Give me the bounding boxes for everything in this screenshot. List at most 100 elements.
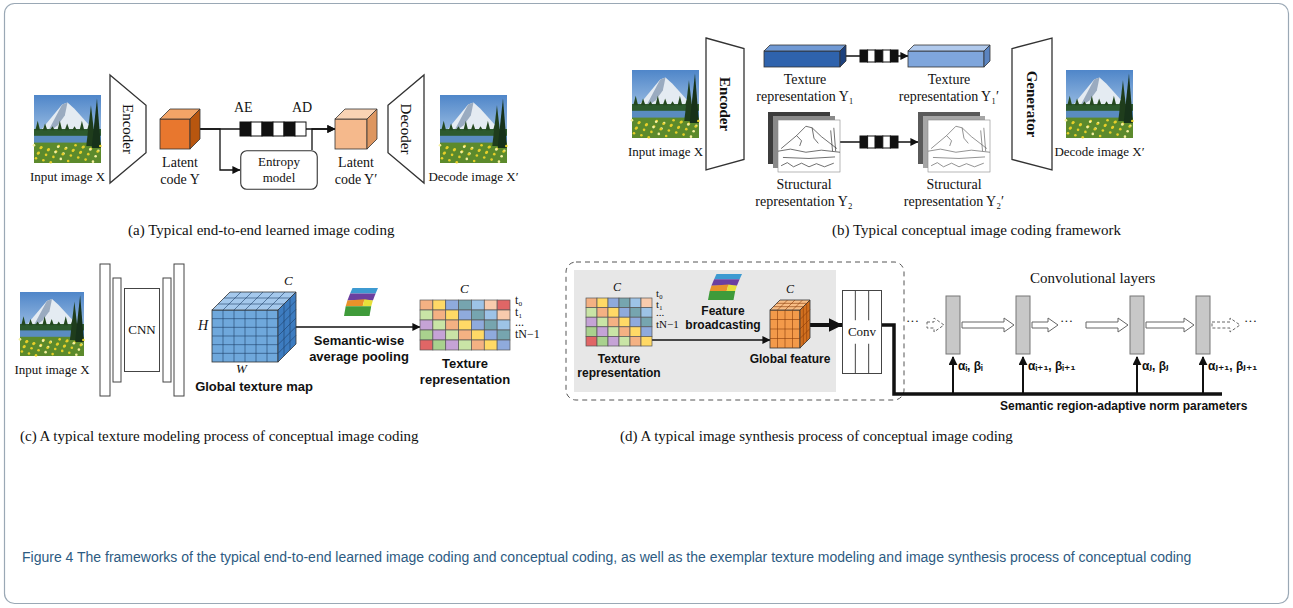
shape-rect (641, 298, 652, 308)
latent-cube: Latent code Y (160, 109, 200, 149)
input-image-shape (20, 292, 84, 356)
global-feature-cube: Global feature (770, 300, 810, 348)
decoded-image-shape (1066, 70, 1133, 138)
shape-circle (478, 149, 481, 152)
shape-circle (80, 343, 83, 346)
shape-rect (630, 298, 641, 308)
shape-circle (495, 148, 498, 151)
generator-block: Generator (1012, 38, 1052, 170)
shape-polyline (778, 149, 840, 152)
text-label: C (613, 281, 621, 294)
shape-circle (1094, 128, 1097, 131)
text-label: tN−1 (656, 318, 679, 330)
text-label: αⱼ₊₁, βⱼ₊₁ (1208, 360, 1257, 373)
cnn-layer (113, 278, 121, 382)
text-label: Convolutional layers (1030, 270, 1155, 287)
shape-circle (1077, 129, 1080, 132)
shape-line (278, 309, 296, 327)
shape-circle (486, 151, 489, 154)
shape-circle (687, 123, 690, 126)
shape-polygon (486, 121, 491, 131)
shape-circle (697, 120, 700, 123)
shape-rect (597, 336, 608, 346)
shape-circle (1114, 120, 1117, 123)
shape-circle (1081, 136, 1084, 139)
shape-circle (71, 346, 74, 349)
flow-arrow (1086, 318, 1128, 332)
label-box: W (236, 362, 247, 376)
shape-line (278, 318, 296, 336)
bitstream (240, 122, 251, 136)
shape-line (256, 292, 274, 310)
shape-circle (26, 340, 29, 343)
text-label: t₀ (656, 287, 663, 299)
shape-line (855, 344, 856, 374)
shape-circle (455, 161, 458, 164)
edge-label-box: Feature broadcasting (680, 304, 766, 333)
shape-rect (459, 310, 472, 320)
texture-slab-shape (908, 45, 990, 67)
shape-polygon (456, 126, 461, 130)
shape-circle (99, 145, 102, 148)
shape-rect (446, 310, 459, 320)
shape-circle (638, 121, 641, 124)
shape-rect (497, 340, 510, 350)
shape-circle (46, 346, 49, 349)
semantic-map (350, 288, 378, 294)
shape-circle (39, 147, 42, 150)
shape-circle (49, 341, 52, 344)
label-box: αᵢ₊₁, βᵢ₊₁ (1028, 360, 1075, 373)
shape-polygon (28, 319, 32, 325)
shape-line (770, 329, 800, 330)
shape-line (218, 304, 284, 305)
shape-polygon (35, 321, 39, 325)
shape-circle (695, 124, 698, 127)
label-box: Semantic region-adaptive norm parameters (1000, 400, 1247, 413)
shape-polygon (655, 96, 660, 106)
input-image-shape (632, 70, 699, 138)
shape-rect (459, 340, 472, 350)
decoded-image-shape (440, 95, 507, 163)
flow-arrow (1146, 318, 1194, 332)
shape-circle (1121, 123, 1124, 126)
shape-circle (668, 129, 671, 132)
texture-grid-shape (420, 300, 510, 350)
shape-rect (433, 310, 446, 320)
shape-rect (420, 320, 433, 330)
label-box: AE (234, 100, 253, 115)
shape-line (245, 292, 263, 310)
shape-circle (74, 144, 77, 147)
param-arrow (952, 357, 954, 394)
texture-map-cube-shape (212, 292, 296, 362)
shape-rect (586, 317, 597, 327)
shape-circle (488, 145, 491, 148)
shape-circle (1072, 121, 1075, 124)
shape-rect (597, 298, 608, 308)
shape-circle (660, 127, 663, 130)
shape-polyline (928, 149, 990, 152)
shape-circle (1099, 135, 1102, 138)
texture-map-cube: Global texture map (212, 292, 296, 362)
shape-rect (608, 327, 619, 337)
shape-circle (439, 144, 442, 147)
texture-slab: Texture representation Y₁ (764, 45, 846, 67)
shape-circle (28, 352, 31, 355)
shape-polygon (648, 101, 653, 105)
shape-polygon (984, 45, 990, 67)
node-label: Texture representation (410, 356, 520, 387)
shape-circle (485, 152, 488, 155)
shape-rect (630, 317, 641, 327)
shape-circle (692, 130, 695, 133)
text-label: (d) A typical image synthesis process of… (620, 428, 1013, 445)
shape-circle (1069, 127, 1072, 130)
shape-circle (643, 129, 646, 132)
shape-polygon (645, 77, 665, 107)
text-label: C (460, 282, 469, 296)
edge-label: Semantic-wise average pooling (300, 333, 418, 364)
shape-polygon (1097, 99, 1102, 106)
shape-polygon (92, 98, 101, 148)
shape-line (800, 319, 810, 329)
semantic-map (363, 299, 373, 306)
shape-circle (90, 147, 93, 150)
shape-circle (1109, 131, 1112, 134)
